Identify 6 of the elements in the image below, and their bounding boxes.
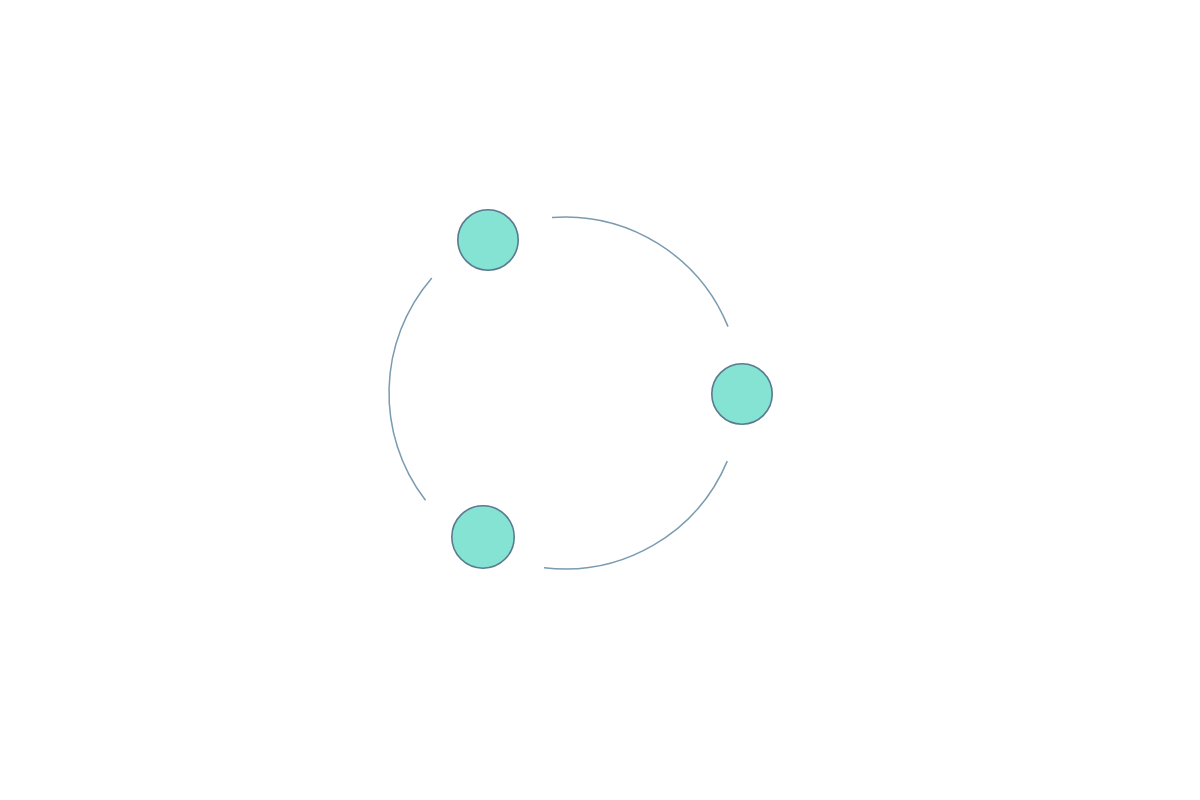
circle bbox=[711, 363, 773, 425]
curved-line bbox=[543, 460, 728, 570]
curved-line bbox=[388, 277, 433, 501]
circle bbox=[451, 505, 515, 569]
curved-line bbox=[551, 216, 729, 328]
circle bbox=[457, 209, 519, 271]
